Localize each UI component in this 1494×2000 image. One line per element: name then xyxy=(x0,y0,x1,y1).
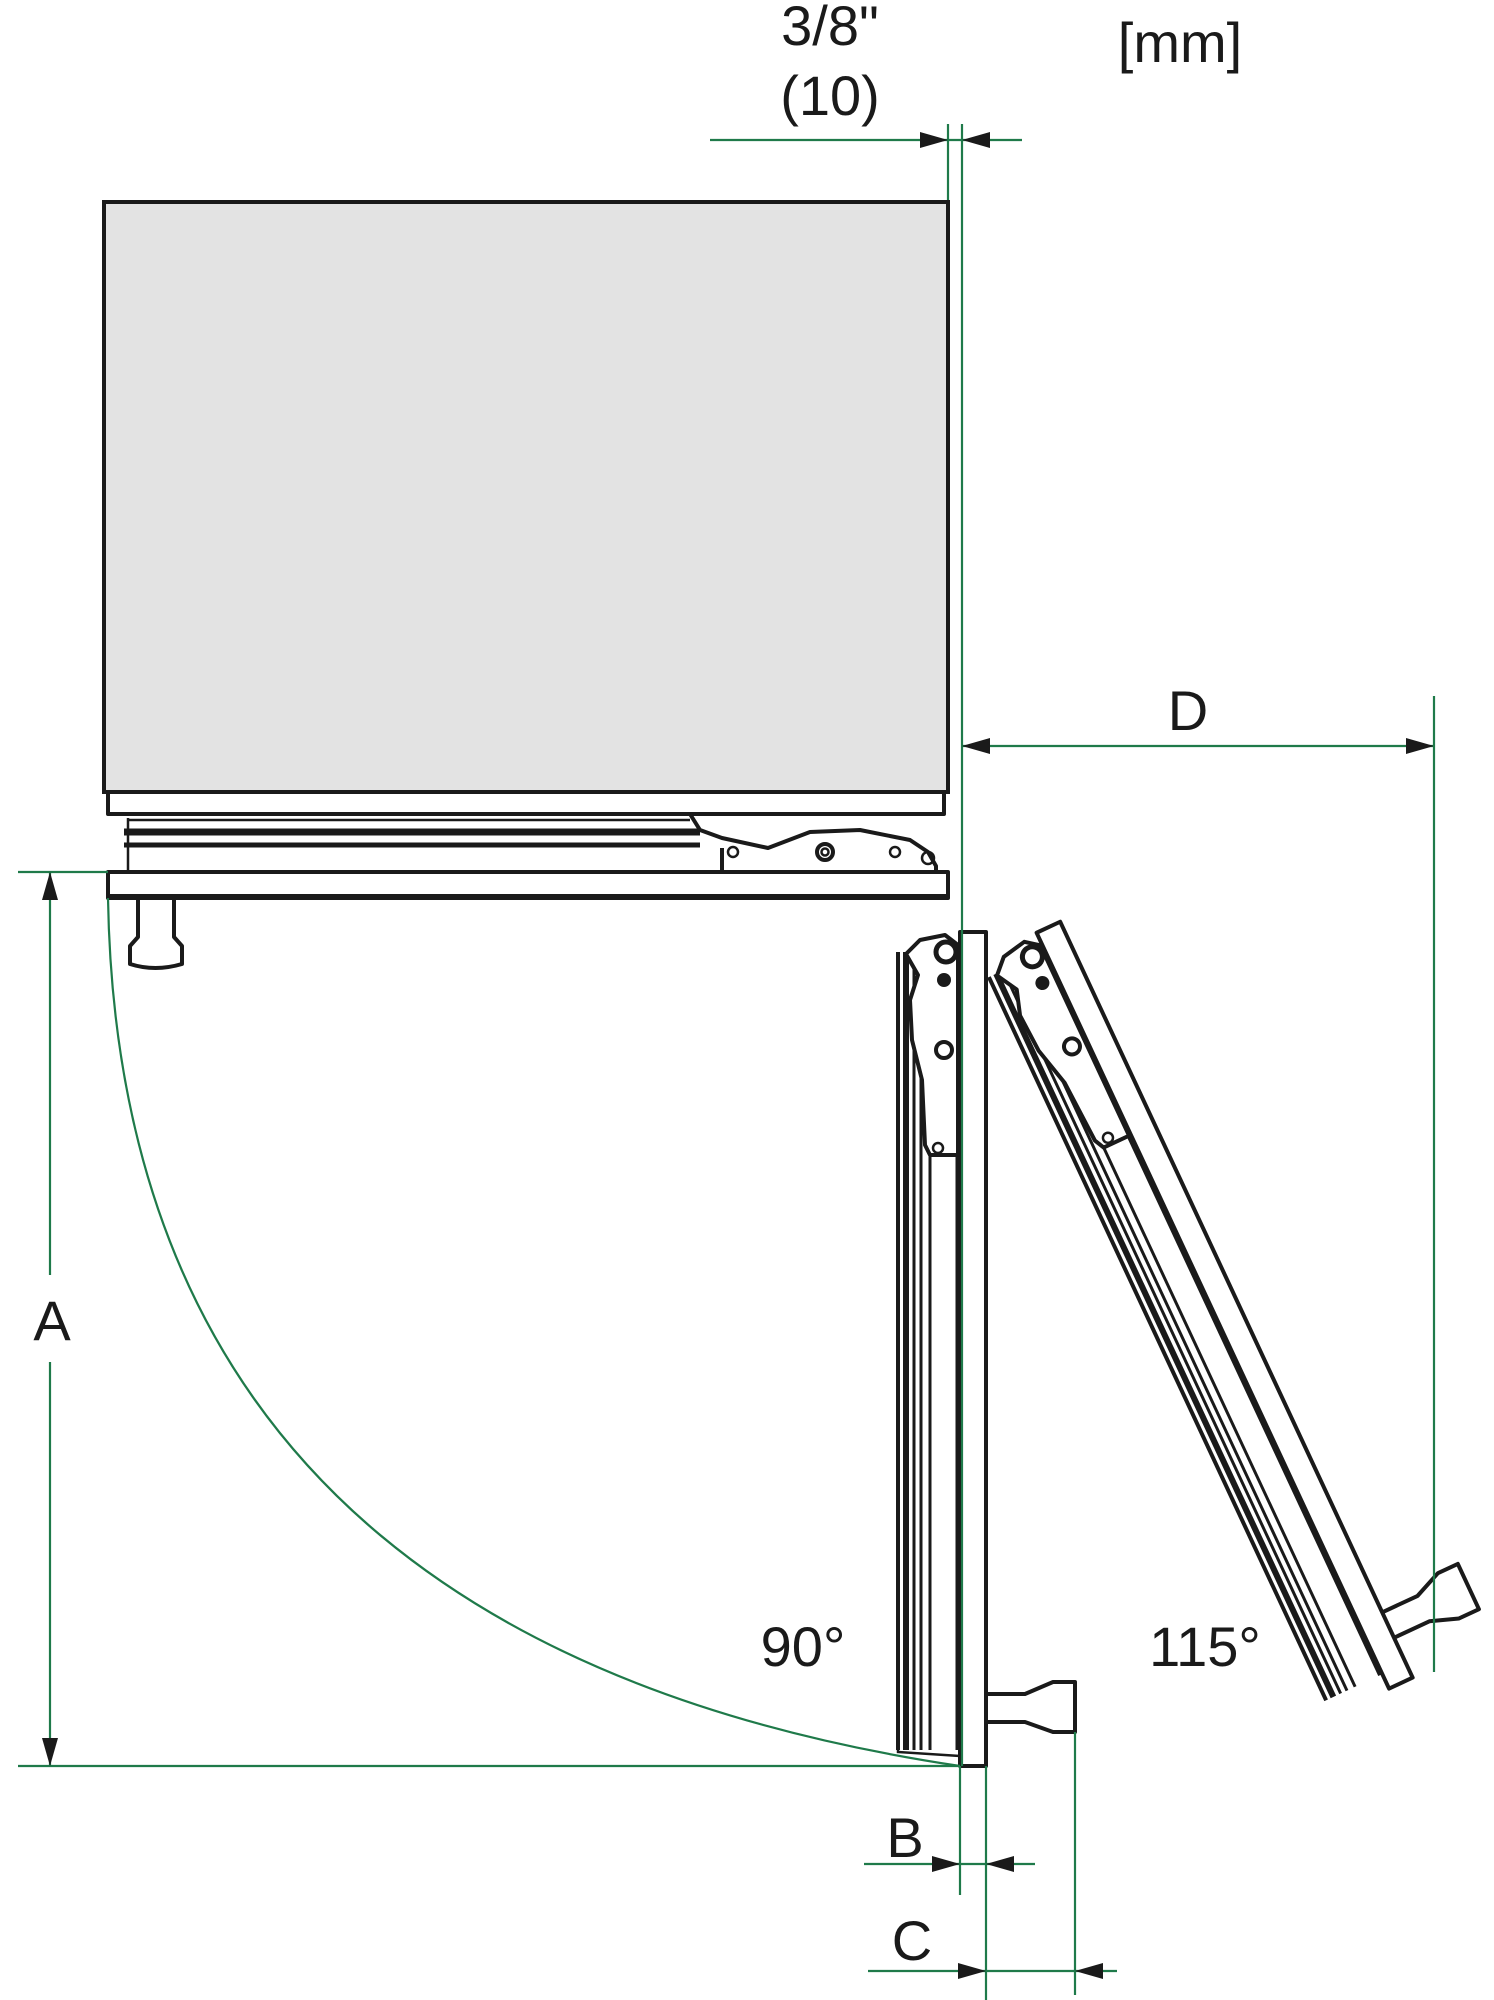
door-90-handle xyxy=(987,1680,1077,1734)
dimension-c-label: C xyxy=(892,1909,932,1972)
cabinet-body xyxy=(102,200,950,872)
closed-door-hinge xyxy=(688,812,938,874)
gap-metric-label: (10) xyxy=(780,64,880,127)
dimension-d-label: D xyxy=(1168,679,1208,742)
units-label: [mm] xyxy=(1118,11,1242,74)
door-swing-arc xyxy=(106,897,961,1768)
angle-90-label: 90° xyxy=(761,1615,846,1678)
closed-door-handle xyxy=(128,900,184,970)
dimension-b-label: B xyxy=(886,1806,923,1869)
door-open-90 xyxy=(896,930,1077,1768)
closed-door-panel xyxy=(106,870,950,970)
dimension-a-label: A xyxy=(33,1289,71,1352)
dimension-lines xyxy=(18,124,1436,2000)
angle-115-label: 115° xyxy=(1149,1615,1261,1678)
gap-imperial-label: 3/8" xyxy=(781,0,879,57)
door-open-115 xyxy=(987,919,1481,1702)
